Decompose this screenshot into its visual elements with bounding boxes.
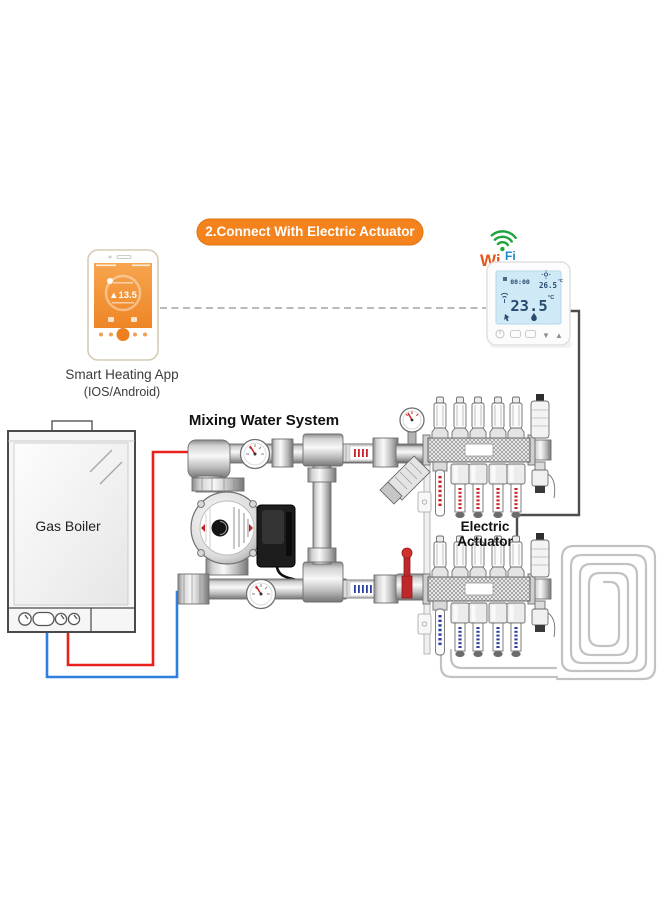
hot-pipe: [66, 450, 192, 667]
pump-arrow-icon: [249, 524, 253, 532]
pipe-elbow: [187, 439, 231, 479]
thermostat-buttons: ▼ ▲: [495, 329, 563, 340]
pipe-tee: [302, 433, 344, 467]
app-icon-left: [108, 317, 114, 322]
app-icon-right: [131, 317, 137, 322]
pump-speed-knob: [211, 519, 229, 537]
step-banner: 2.Connect With Electric Actuator: [196, 218, 424, 246]
phone-camera-icon: [108, 255, 112, 259]
pump-union-nut: [191, 477, 245, 492]
pipe-tee: [302, 561, 344, 603]
thermostat: 08:00 26.5 °C 23.5 °C ▼ ▲: [486, 261, 572, 348]
app-temp-gauge: [104, 274, 142, 312]
app-temp-value: ▲13.5: [109, 290, 138, 301]
svg-text:Actuator: Actuator: [457, 534, 513, 549]
gas-boiler-label: Gas Boiler: [35, 518, 101, 534]
coil-return-pipe: [449, 648, 558, 670]
wall-bracket: [417, 461, 432, 655]
mode-button-icon: [509, 329, 522, 339]
thermometer-gauge-bottom: [245, 578, 277, 610]
manifold-top: [423, 394, 555, 518]
union-nut: [271, 438, 294, 468]
floor-heating-coil: [439, 544, 657, 681]
y-strainer: [379, 455, 431, 505]
lcd-room-unit: °C: [548, 295, 554, 301]
union-nut: [373, 574, 399, 604]
water-drop-icon: [531, 313, 537, 322]
reflection-line: [89, 449, 113, 473]
wifi-signal-icon: [500, 292, 509, 303]
sun-icon: [541, 270, 551, 279]
touch-hand-icon: [504, 314, 510, 322]
bypass-pipe: [312, 465, 332, 565]
wifi-dot-icon: [500, 246, 505, 252]
boiler-knob: [18, 612, 32, 626]
wifi-fi-label: Fi: [505, 249, 516, 263]
banner-label: 2.Connect With Electric Actuator: [205, 224, 415, 239]
wifi-arcs-icon: [490, 230, 517, 247]
schedule-icon: [503, 277, 507, 281]
mixing-system-label: Mixing Water System: [189, 412, 339, 429]
electric-actuator-label: Electric Actuator: [457, 519, 513, 549]
gauge-dot-icon: [107, 278, 113, 284]
app-nav-center-button: [116, 328, 130, 341]
boiler-knob: [67, 612, 81, 626]
thermometer-gauge-top: [239, 438, 271, 470]
lcd-set-temp: 26.5: [539, 281, 557, 290]
circulation-pump: [190, 491, 264, 576]
reflection-line: [99, 461, 123, 485]
lcd-set-unit: °C: [558, 278, 564, 283]
gas-boiler: Gas Boiler: [7, 420, 136, 633]
pump-arrow-icon: [201, 524, 205, 532]
union-nut: [372, 437, 399, 468]
lcd-time: 08:00: [510, 278, 530, 286]
phone-caption-os: (IOS/Android): [84, 385, 160, 399]
banner-pill: [196, 218, 424, 246]
thermostat-screen: [495, 270, 562, 325]
lcd-room-temp: 23.5: [510, 297, 547, 315]
coil-supply-pipe: [439, 648, 559, 679]
phone-caption: Smart Heating App: [65, 367, 178, 382]
boiler-knob: [54, 612, 68, 626]
pipe-label-hot: [349, 445, 374, 461]
boiler-display: [32, 611, 55, 627]
temp-down-button: ▼: [542, 331, 550, 340]
power-button-icon: [495, 329, 505, 339]
clock-button-icon: [524, 329, 537, 339]
smartphone: ▲13.5: [87, 249, 159, 361]
mixing-water-system: Mixing Water System: [177, 407, 431, 610]
svg-text:Electric: Electric: [461, 519, 510, 534]
temp-up-button: ▲: [555, 331, 563, 340]
big-union-nut: [177, 573, 210, 605]
manifold-bottom: [423, 533, 555, 657]
phone-speaker: [116, 255, 132, 259]
pressure-gauge: [399, 407, 425, 445]
pump-motor-box: [256, 504, 314, 589]
wifi-logo: [490, 230, 517, 252]
